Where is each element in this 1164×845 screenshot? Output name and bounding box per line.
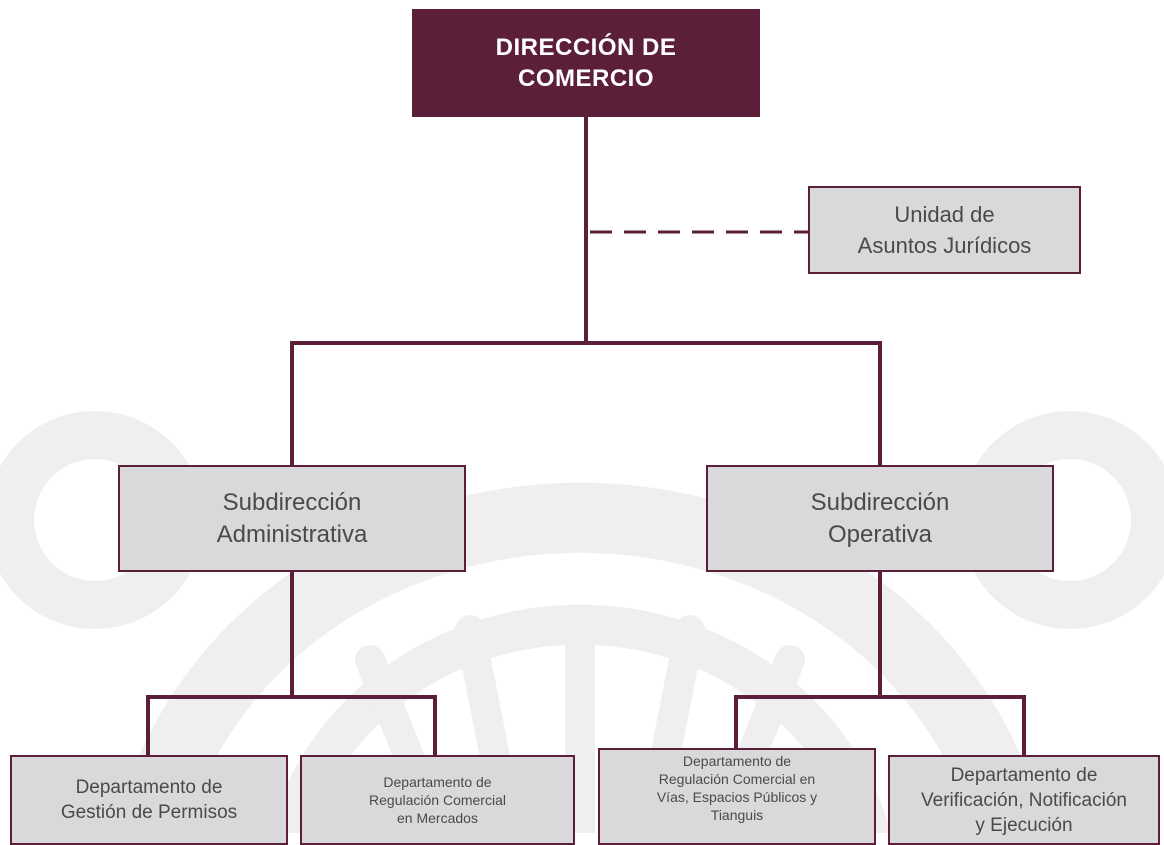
dept-regulacion-mercados-label: Departamento de Regulación Comercial en … [369, 774, 506, 826]
legal-affairs-unit-label: Unidad de Asuntos Jurídicos [857, 202, 1032, 258]
subdireccion-operativa-box: Subdirección Operativa [706, 465, 1054, 572]
subdireccion-administrativa-box: Subdirección Administrativa [118, 465, 466, 572]
director-title: DIRECCIÓN DE COMERCIO [495, 34, 677, 92]
subdireccion-administrativa-label: Subdirección Administrativa [216, 488, 368, 548]
dept-gestion-permisos-label: Departamento de Gestión de Permisos [60, 777, 238, 823]
subdireccion-operativa-label: Subdirección Operativa [810, 488, 950, 548]
legal-affairs-unit-box: Unidad de Asuntos Jurídicos [808, 186, 1081, 274]
dept-verificacion-box: Departamento de Verificación, Notificaci… [888, 755, 1160, 845]
dept-regulacion-vias-box: Departamento de Regulación Comercial en … [598, 748, 876, 845]
dept-regulacion-vias-label: Departamento de Regulación Comercial en … [656, 753, 818, 823]
director-box: DIRECCIÓN DE COMERCIO [412, 9, 760, 117]
dept-gestion-permisos-box: Departamento de Gestión de Permisos [10, 755, 288, 845]
dept-verificacion-label: Departamento de Verificación, Notificaci… [921, 764, 1127, 836]
dept-regulacion-mercados-box: Departamento de Regulación Comercial en … [300, 755, 575, 845]
